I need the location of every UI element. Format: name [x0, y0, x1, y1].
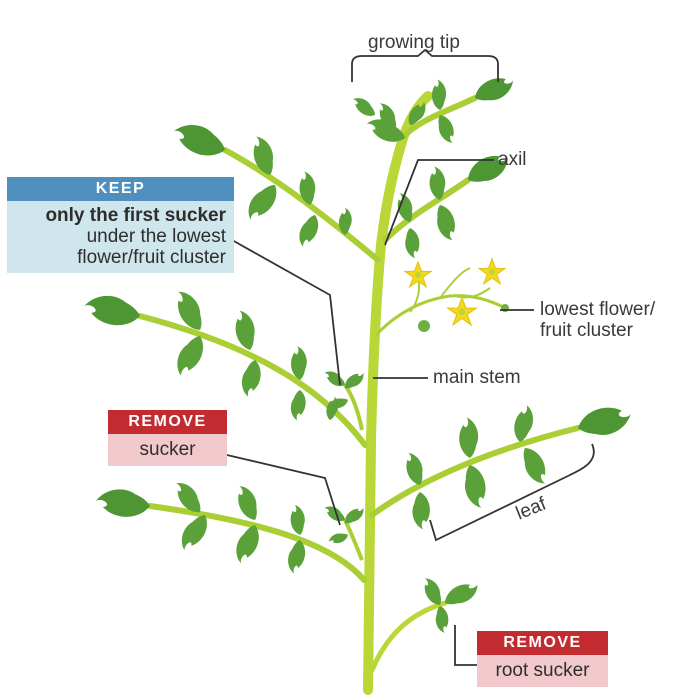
- root-sucker-leaves: [419, 575, 482, 634]
- flower-cluster-stem: [376, 296, 505, 335]
- sucker-lower-stem: [345, 520, 362, 560]
- remove-root-body: root sucker: [477, 655, 608, 687]
- remove-sucker-callout: REMOVE sucker: [108, 410, 227, 466]
- leaf-group-upper-right: [393, 147, 514, 259]
- root-sucker-stem: [372, 603, 445, 670]
- leaf-bracket: [430, 444, 594, 540]
- keep-line-1: only the first sucker: [11, 205, 226, 226]
- leaf-group-growing-tip: [349, 71, 517, 146]
- keep-pointer: [232, 240, 340, 385]
- axil-label: axil: [498, 149, 527, 171]
- remove-sucker-header: REMOVE: [108, 410, 227, 434]
- remove-sucker-body: sucker: [108, 434, 227, 466]
- keep-line-3: flower/fruit cluster: [11, 247, 226, 268]
- lowest-flower-label-2: fruit cluster: [540, 320, 633, 342]
- lowest-flower-label-1: lowest flower/: [540, 299, 655, 321]
- leaf-group-mid-left: [82, 286, 340, 421]
- remove-root-sucker-callout: REMOVE root sucker: [477, 631, 608, 687]
- sucker-lower: [322, 503, 367, 546]
- keep-callout: KEEP only the first sucker under the low…: [7, 177, 234, 273]
- main-stem-label: main stem: [433, 367, 521, 389]
- keep-body: only the first sucker under the lowest f…: [7, 201, 234, 273]
- main-stem: [368, 96, 428, 690]
- leaf-group-lower-left: [94, 477, 307, 574]
- remove-root-header: REMOVE: [477, 631, 608, 655]
- root-sucker-pointer: [455, 625, 478, 665]
- branch-upper-right: [385, 180, 468, 240]
- keep-line-2: under the lowest: [11, 226, 226, 247]
- growing-tip-label: growing tip: [368, 32, 460, 54]
- growing-tip-bracket: [352, 50, 498, 82]
- keep-header: KEEP: [7, 177, 234, 201]
